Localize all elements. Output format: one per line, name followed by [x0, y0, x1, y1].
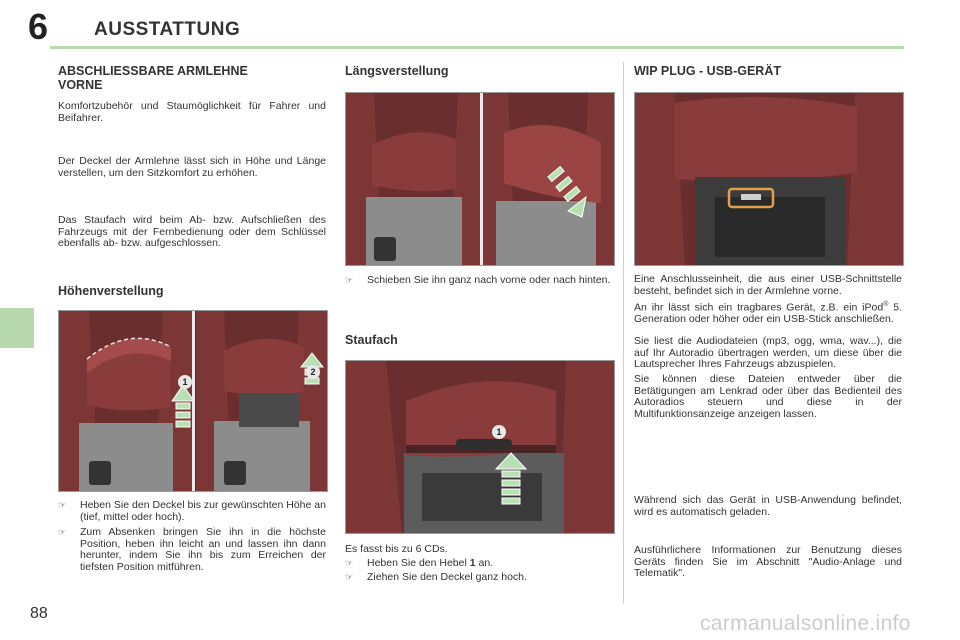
storage-bullet-2: ☞ Ziehen Sie den Deckel ganz hoch.: [345, 571, 613, 584]
usb-para-3: Sie liest die Audiodateien (mp3, ogg, wm…: [634, 335, 902, 370]
usb-para-1: Eine Anschlusseinheit, die aus einer USB…: [634, 273, 902, 297]
bullet-marker-icon: ☞: [58, 500, 67, 510]
bullet-marker-icon: ☞: [58, 527, 67, 537]
bullet-marker-icon: ☞: [345, 558, 354, 568]
chapter-title: AUSSTATTUNG: [94, 19, 241, 40]
length-bullet-text: Schieben Sie ihn ganz nach vorne oder na…: [367, 274, 611, 286]
image-split-line: [480, 93, 483, 265]
height-bullet-1-text: Heben Sie den Deckel bis zur gewünschten…: [80, 499, 326, 523]
storage-bullet-1: ☞ Heben Sie den Hebel 1 an.: [345, 557, 613, 570]
armrest-intro: Komfortzubehör und Staumöglichkeit für F…: [58, 100, 326, 124]
storage-bullet-1-pre: Heben Sie den Hebel: [367, 557, 470, 569]
storage-bullet-2-text: Ziehen Sie den Deckel ganz hoch.: [367, 571, 527, 583]
page-number: 88: [30, 605, 48, 622]
height-bullet-1: ☞ Heben Sie den Deckel bis zur gewünscht…: [58, 499, 326, 523]
storage-bullet-1-post: an.: [475, 557, 494, 569]
badge-1: 1: [178, 375, 192, 389]
usb-para-5: Während sich das Gerät in USB-Anwendung …: [634, 494, 902, 518]
length-bullet: ☞ Schieben Sie ihn ganz nach vorne oder …: [345, 274, 613, 287]
badge-2: 2: [306, 365, 320, 379]
height-bullet-2: ☞ Zum Absenken bringen Sie ihn in die hö…: [58, 526, 326, 573]
header-rule: [50, 46, 904, 49]
image-split-line: [192, 311, 195, 491]
usb-para-2-pre: An ihr lässt sich ein tragbares Gerät, z…: [634, 301, 884, 314]
usb-image: [634, 92, 904, 266]
bullet-marker-icon: ☞: [345, 275, 354, 285]
armrest-para-adjust: Der Deckel der Armlehne lässt sich in Hö…: [58, 155, 326, 179]
registered-mark: ®: [883, 301, 889, 308]
usb-heading: WIP PLUG - USB-GERÄT: [634, 64, 781, 78]
length-adjust-heading: Längsverstellung: [345, 64, 449, 78]
bullet-marker-icon: ☞: [345, 572, 354, 582]
storage-heading: Staufach: [345, 333, 398, 347]
armrest-heading: ABSCHLIESSBARE ARMLEHNE VORNE: [58, 64, 248, 92]
storage-capacity: Es fasst bis zu 6 CDs.: [345, 543, 448, 555]
usb-para-4: Sie können diese Dateien entweder über d…: [634, 373, 902, 420]
storage-bullet-1-lever: 1: [469, 557, 476, 569]
badge-lever-1: 1: [492, 425, 506, 439]
column-divider: [623, 62, 624, 604]
length-adjust-image: [345, 92, 615, 266]
storage-image: 1: [345, 360, 615, 534]
chapter-number: 6: [28, 6, 49, 47]
watermark: carmanualsonline.info: [700, 612, 911, 635]
usb-para-6: Ausführlichere Informationen zur Benutzu…: [634, 544, 902, 579]
height-bullet-2-text: Zum Absenken bringen Sie ihn in die höch…: [80, 526, 326, 573]
chapter-side-tab: [0, 308, 34, 348]
usb-para-2-post: 5. Generation oder höher oder ein USB-St…: [634, 301, 902, 325]
usb-para-2: An ihr lässt sich ein tragbares Gerät, z…: [634, 299, 902, 326]
height-adjust-image: 1 2: [58, 310, 328, 492]
armrest-para-lock: Das Staufach wird beim Ab- bzw. Aufschli…: [58, 214, 326, 249]
height-adjust-heading: Höhenverstellung: [58, 284, 164, 298]
